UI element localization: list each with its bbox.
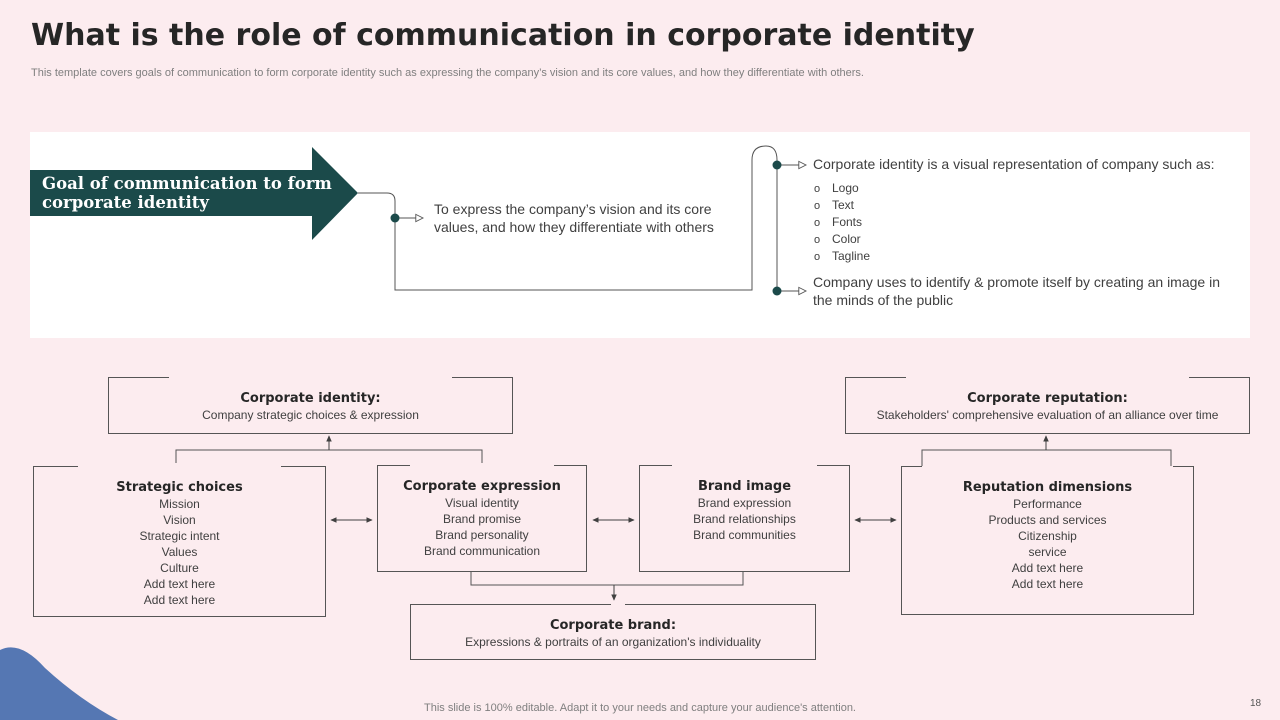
corporate-reputation-box: Corporate reputation: Stakeholders' comp…: [845, 377, 1250, 434]
reputation-dimensions-line: Products and services: [988, 513, 1107, 527]
corporate-identity-box: Corporate identity: Company strategic ch…: [108, 377, 513, 434]
corporate-expression-line: Brand promise: [442, 512, 522, 526]
identity-item-color: Color: [814, 231, 870, 248]
identity-item-fonts: Fonts: [814, 214, 870, 231]
brand-image-line: Brand expression: [697, 496, 792, 510]
corporate-brand-line: Expressions & portraits of an organizati…: [465, 635, 761, 649]
strategic-choices-line: Add text here: [143, 593, 216, 607]
promote-text: Company uses to identify & promote itsel…: [813, 274, 1220, 308]
page-number: 18: [1250, 698, 1262, 709]
strategic-choices-line: Add text here: [143, 577, 216, 591]
identity-item-tagline: Tagline: [814, 248, 870, 265]
reputation-dimensions-line: Performance: [1013, 497, 1082, 511]
brand-image-line: Brand relationships: [693, 512, 796, 526]
identity-item-text: Text: [814, 197, 870, 214]
reputation-dimensions-title: Reputation dimensions: [962, 480, 1133, 495]
identity-intro-dot: [772, 160, 782, 170]
identity-intro-text: Corporate identity is a visual represent…: [813, 156, 1215, 172]
strategic-choices-box: Strategic choices Mission Vision Strateg…: [33, 466, 326, 617]
goal-label: Goal of communication to form corporate …: [42, 174, 332, 212]
strategic-choices-line: Mission: [159, 497, 200, 511]
identity-items-list: Logo Text Fonts Color Tagline: [814, 180, 870, 265]
strategic-choices-line: Vision: [163, 513, 196, 527]
reputation-dimensions-line: Add text here: [1011, 561, 1084, 575]
goal-desc-dot: [390, 213, 400, 223]
reputation-dimensions-line: Citizenship: [1018, 529, 1077, 543]
slide-title: What is the role of communication in cor…: [31, 18, 975, 53]
corporate-expression-box: Corporate expression Visual identity Bra…: [377, 465, 587, 572]
brand-image-box: Brand image Brand expression Brand relat…: [639, 465, 850, 572]
strategic-choices-line: Culture: [160, 561, 199, 575]
corporate-expression-line: Brand communication: [423, 544, 541, 558]
corporate-expression-title: Corporate expression: [403, 479, 561, 494]
corporate-brand-title: Corporate brand:: [549, 618, 677, 633]
brand-image-line: Brand communities: [693, 528, 796, 542]
decorative-wave-shape: [0, 647, 118, 720]
corporate-brand-box: Corporate brand: Expressions & portraits…: [410, 604, 816, 660]
strategic-choices-title: Strategic choices: [116, 480, 243, 495]
reputation-dimensions-line: service: [1028, 545, 1067, 559]
corporate-expression-line: Brand personality: [435, 528, 529, 542]
corporate-identity-line: Company strategic choices & expression: [202, 408, 419, 422]
goal-panel: [30, 132, 1250, 338]
corporate-reputation-line: Stakeholders' comprehensive evaluation o…: [876, 408, 1219, 422]
brand-image-title: Brand image: [697, 479, 792, 494]
corporate-reputation-title: Corporate reputation:: [967, 391, 1128, 406]
corporate-identity-title: Corporate identity:: [240, 391, 381, 406]
reputation-bracket: [921, 449, 1172, 466]
slide-subtitle: This template covers goals of communicat…: [31, 67, 864, 79]
brand-bracket: [470, 572, 744, 586]
identity-bracket: [175, 449, 483, 463]
strategic-choices-line: Values: [161, 545, 198, 559]
corporate-expression-line: Visual identity: [445, 496, 519, 510]
goal-connector-line: [358, 145, 778, 291]
reputation-dimensions-box: Reputation dimensions Performance Produc…: [901, 466, 1194, 615]
identity-item-logo: Logo: [814, 180, 870, 197]
reputation-dimensions-line: Add text here: [1011, 577, 1084, 591]
slide-footer: This slide is 100% editable. Adapt it to…: [424, 702, 856, 714]
goal-arrow-shape: [30, 147, 358, 240]
strategic-choices-line: Strategic intent: [139, 529, 220, 543]
promote-dot: [772, 286, 782, 296]
goal-description: To express the company’s vision and its …: [434, 201, 714, 235]
